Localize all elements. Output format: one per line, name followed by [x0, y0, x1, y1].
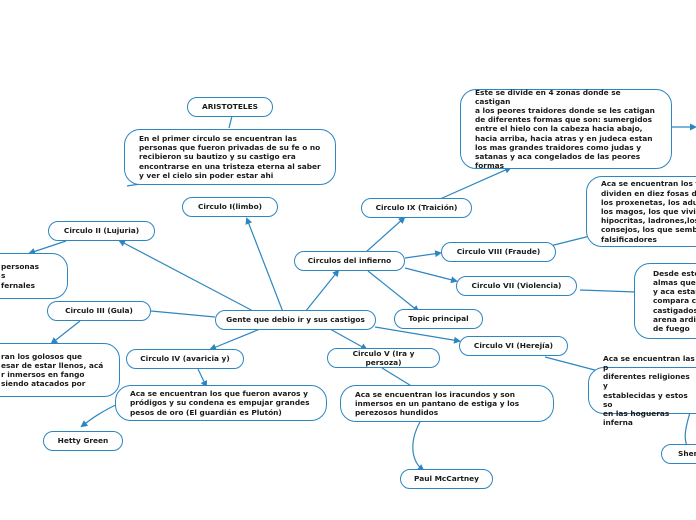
circulo-8-label: Circulo VIII (Fraude)	[456, 247, 541, 257]
avaricia-description-text: Aca se encuentran los que fueron avaros …	[130, 389, 310, 417]
hetty-green-label: Hetty Green	[57, 436, 109, 446]
node-circulo-9-traicion[interactable]: Circulo IX (Traición)	[361, 198, 472, 218]
circulo-4-label: Circulo IV (avaricia y)	[140, 354, 230, 364]
node-fraude-description[interactable]: Aca se encuentran los f dividen en diez …	[586, 176, 696, 247]
node-ira-description[interactable]: Aca se encuentran los iracundos y son in…	[340, 385, 554, 422]
edge-ira-paul	[412, 421, 425, 472]
circulo-9-label: Circulo IX (Traición)	[375, 203, 458, 213]
aristoteles-label: ARISTOTELES	[202, 102, 258, 112]
edge-central-infierno	[304, 269, 340, 313]
node-shen[interactable]: Shen	[661, 444, 696, 464]
node-circulo-4-avaricia[interactable]: Circulo IV (avaricia y)	[126, 349, 244, 369]
edge-circulo9-desc	[439, 166, 512, 200]
edge-infierno-circulo9	[365, 216, 406, 253]
node-paul-mccartney[interactable]: Paul McCartney	[400, 469, 493, 489]
central-topic-label: Gente que debio ir y sus castigos	[226, 315, 365, 325]
gula-description-text: ran los golosos que esar de estar llenos…	[1, 351, 104, 389]
edge-infierno-circulo8	[404, 250, 442, 259]
node-herejia-description[interactable]: Aca se encuentran las p diferentes relig…	[588, 354, 696, 427]
node-circulo-3-gula[interactable]: Circulo III (Gula)	[47, 301, 151, 321]
circulo-1-label: Circulo I(limbo)	[197, 202, 263, 212]
circulos-infierno-label: Circulos del infierno	[307, 256, 392, 266]
edge-circulo2-desc	[28, 240, 67, 255]
node-avaricia-description[interactable]: Aca se encuentran los que fueron avaros …	[115, 385, 327, 421]
edge-central-circulo6	[374, 326, 461, 344]
ira-description-text: Aca se encuentran los iracundos y son in…	[355, 389, 520, 418]
fraude-description-text: Aca se encuentran los f dividen en diez …	[601, 179, 696, 244]
node-circulo-5-ira[interactable]: Circulo V (Ira y persoza)	[327, 348, 440, 368]
edge-circulo4-desc	[197, 368, 208, 388]
circulo-7-label: Circulo VII (Violencia)	[471, 281, 562, 291]
edge-central-circulo5	[329, 328, 368, 350]
node-traicion-description[interactable]: Este se divide en 4 zonas donde se casti…	[460, 87, 672, 171]
edge-infierno-topic	[367, 270, 420, 313]
edge-circulo3-desc	[50, 320, 81, 345]
edge-circulo7-desc	[579, 289, 637, 293]
shen-label: Shen	[678, 449, 696, 459]
edge-central-circulo3	[150, 310, 216, 318]
topic-principal-label: Topic principal	[408, 314, 469, 324]
circulo-2-label: Circulo II (Lujuria)	[63, 226, 140, 236]
traicion-description-text: Este se divide en 4 zonas donde se casti…	[475, 87, 655, 171]
node-gula-description[interactable]: ran los golosos que esar de estar llenos…	[0, 343, 120, 397]
circulo-6-label: Circulo VI (Herejía)	[473, 341, 554, 351]
node-violencia-description[interactable]: Desde este almas que y aca estar compara…	[634, 263, 696, 339]
node-topic-principal[interactable]: Topic principal	[394, 309, 483, 329]
node-circulo-2-lujuria[interactable]: Circulo II (Lujuria)	[48, 221, 155, 241]
node-circulos-infierno[interactable]: Circulos del infierno	[294, 251, 405, 271]
edge-central-circulo4	[209, 328, 261, 351]
circulo-3-label: Circulo III (Gula)	[65, 306, 133, 316]
lujuria-description-text: personas s fernales	[1, 262, 40, 290]
edge-central-circulo1	[245, 217, 284, 313]
circulo-5-label: Circulo V (Ira y persoza)	[352, 348, 415, 367]
paul-mccartney-label: Paul McCartney	[414, 474, 479, 484]
limbo-description-text: En el primer circulo se encuentran las p…	[139, 134, 321, 180]
edge-central-circulo2	[118, 240, 256, 313]
node-limbo-description[interactable]: En el primer circulo se encuentran las p…	[124, 129, 336, 185]
node-hetty-green[interactable]: Hetty Green	[43, 431, 123, 451]
node-circulo-7-violencia[interactable]: Circulo VII (Violencia)	[456, 276, 577, 296]
edge-limbo-aristoteles	[228, 115, 233, 129]
herejia-description-text: Aca se encuentran las p diferentes relig…	[603, 353, 695, 428]
node-lujuria-description[interactable]: personas s fernales	[0, 253, 68, 299]
edge-infierno-circulo7	[404, 267, 458, 284]
node-circulo-1-limbo[interactable]: Circulo I(limbo)	[182, 197, 278, 217]
node-circulo-6-herejia[interactable]: Circulo VI (Herejía)	[459, 336, 568, 356]
node-aristoteles[interactable]: ARISTOTELES	[187, 97, 273, 117]
violencia-description-text: Desde este almas que y aca estar compara…	[653, 268, 696, 333]
node-central-topic[interactable]: Gente que debio ir y sus castigos	[215, 310, 376, 330]
node-circulo-8-fraude[interactable]: Circulo VIII (Fraude)	[441, 242, 556, 262]
